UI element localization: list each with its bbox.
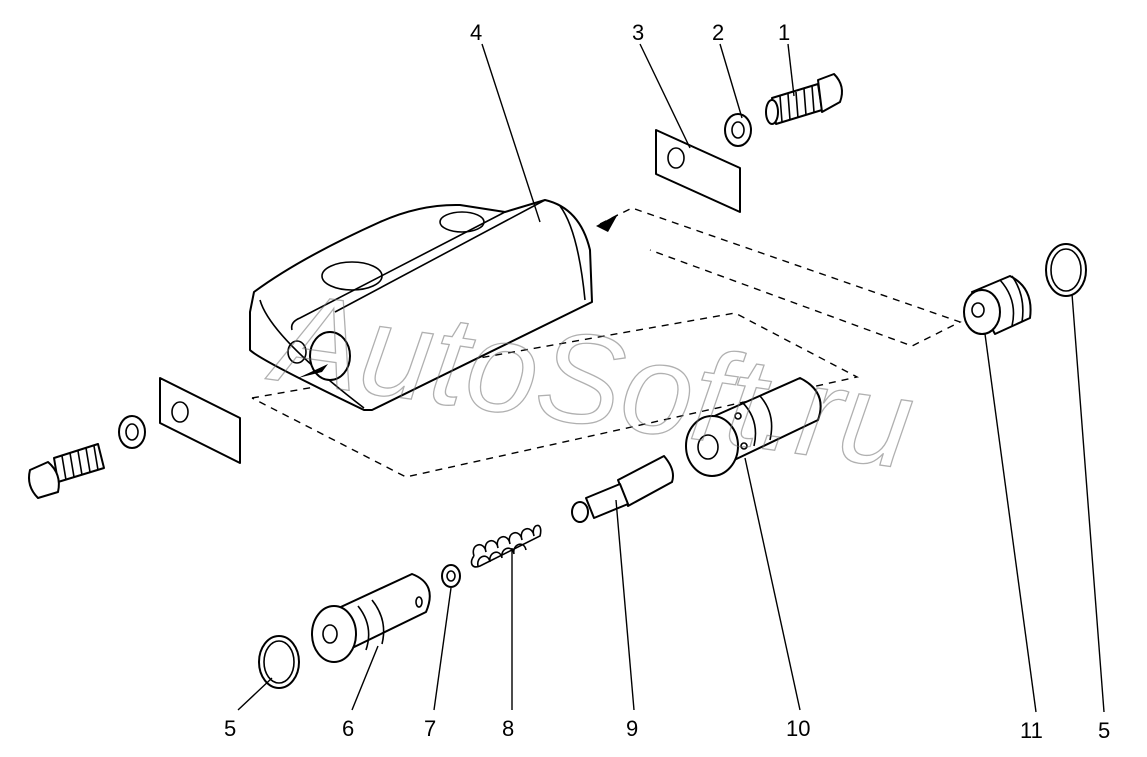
callout-5-left: 5 xyxy=(224,716,236,741)
callout-3: 3 xyxy=(632,20,644,45)
part-9-plunger xyxy=(571,455,674,523)
callout-6: 6 xyxy=(342,716,354,741)
leader-lines xyxy=(237,43,1105,713)
callout-7: 7 xyxy=(424,716,436,741)
callout-5-right: 5 xyxy=(1098,718,1110,743)
left-lock-washer xyxy=(118,415,146,449)
part-5-o-ring-right xyxy=(1045,243,1087,297)
part-10-valve-sleeve xyxy=(685,377,822,477)
callout-11: 11 xyxy=(1020,718,1043,743)
part-4-housing xyxy=(249,199,618,411)
part-8-spring xyxy=(470,524,542,568)
left-gasket-plate xyxy=(159,377,241,464)
callout-1: 1 xyxy=(778,20,790,45)
callout-4: 4 xyxy=(470,20,482,45)
part-1-bolt xyxy=(765,73,843,125)
part-7-washer xyxy=(441,564,461,588)
part-11-plug xyxy=(963,275,1032,335)
left-bolt xyxy=(28,443,105,499)
part-2-lock-washer xyxy=(724,113,752,147)
callout-10: 10 xyxy=(786,716,810,741)
part-3-gasket-plate xyxy=(655,129,741,213)
callout-9: 9 xyxy=(626,716,638,741)
part-5-o-ring-left xyxy=(258,635,300,689)
assembly-guide-lines xyxy=(251,207,962,478)
part-6-piston xyxy=(311,573,431,663)
callout-2: 2 xyxy=(712,20,724,45)
callout-8: 8 xyxy=(502,716,514,741)
